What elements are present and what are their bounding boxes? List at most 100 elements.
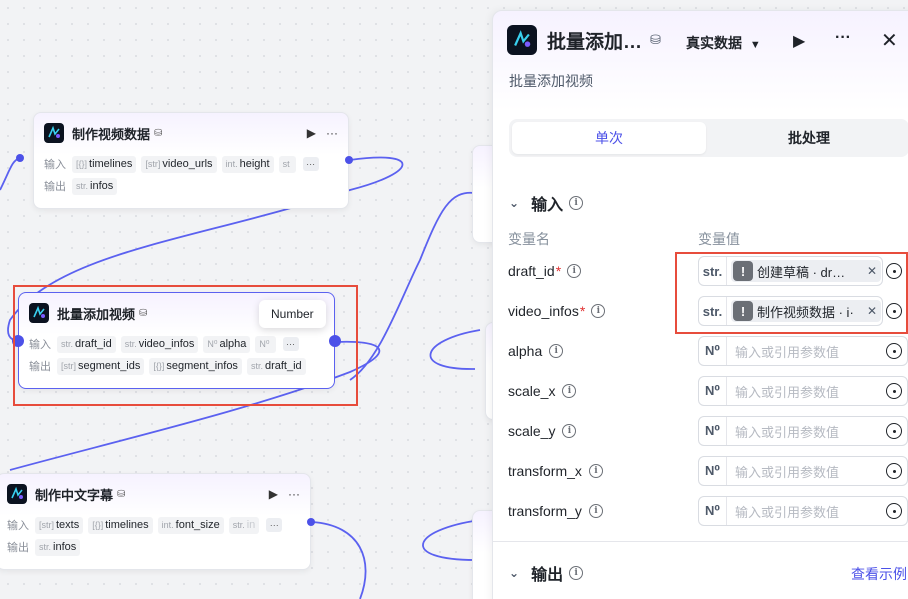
view-example-link[interactable]: 查看示例 — [851, 566, 907, 582]
play-icon[interactable]: ▶ — [268, 487, 278, 501]
param-row: scale_x i — [508, 381, 577, 401]
input-chip: [str]video_urls — [141, 155, 217, 173]
column-header-value: 变量值 — [698, 231, 740, 247]
param-row: alpha i — [508, 341, 564, 361]
output-label: 输出 — [29, 361, 51, 373]
tab-batch[interactable]: 批处理 — [788, 130, 830, 146]
input-label: 输入 — [29, 339, 51, 351]
node-title: 批量添加视频 — [57, 306, 136, 322]
more-inputs-chip[interactable]: ··· — [282, 337, 299, 351]
play-icon[interactable]: ▶ — [306, 126, 316, 140]
more-icon[interactable]: ··· — [288, 487, 300, 501]
input-chip: int.font_size — [157, 516, 224, 534]
info-icon[interactable]: i — [549, 344, 564, 358]
debug-icon: ⛁ — [139, 307, 148, 319]
node-make-video-data[interactable]: 制作视频数据 ⛁ ▶ ··· 输入 [{}]timelines [str]vid… — [33, 112, 349, 209]
node-title: 制作视频数据 — [72, 126, 151, 142]
more-icon[interactable]: ··· — [326, 126, 338, 140]
placeholder-text: 输入或引用参数值 — [735, 504, 840, 520]
close-icon[interactable]: ✕ — [881, 30, 898, 52]
info-icon[interactable]: i — [588, 464, 603, 478]
input-chip: N⁰ — [255, 335, 276, 353]
param-value-field[interactable]: N⁰ 输入或引用参数值 — [698, 456, 908, 486]
placeholder-text: 输入或引用参数值 — [735, 344, 840, 360]
target-icon[interactable] — [886, 263, 902, 279]
node-input-port[interactable] — [16, 154, 24, 162]
output-chip: str.draft_id — [246, 357, 306, 375]
target-icon[interactable] — [886, 383, 902, 399]
output-section-header[interactable]: ⌄ 输出 i — [509, 561, 584, 585]
node-input-port[interactable] — [12, 335, 24, 347]
input-chip: [{}]timelines — [88, 516, 153, 534]
type-badge: N⁰ — [699, 377, 727, 405]
info-icon[interactable]: i — [567, 264, 582, 278]
target-icon[interactable] — [886, 303, 902, 319]
placeholder-text: 输入或引用参数值 — [735, 384, 840, 400]
more-icon[interactable]: ··· — [835, 29, 851, 46]
node-make-cn-subtitle[interactable]: 制作中文字幕 ⛁ ▶ ··· 输入 [str]texts [{}]timelin… — [0, 473, 311, 570]
node-logo-icon — [507, 25, 537, 55]
input-chip: str.draft_id — [57, 335, 116, 353]
node-inputs-row: 输入 [str]texts [{}]timelines int.font_siz… — [0, 514, 310, 536]
param-value-field[interactable]: N⁰ 输入或引用参数值 — [698, 336, 908, 366]
info-icon[interactable]: i — [569, 196, 584, 210]
node-header: 批量添加视频 ⛁ — [19, 293, 334, 333]
info-icon[interactable]: i — [562, 424, 577, 438]
input-label: 输入 — [44, 159, 66, 171]
run-mode-tabs: 单次 批处理 — [509, 119, 908, 157]
param-value-field[interactable]: N⁰ 输入或引用参数值 — [698, 376, 908, 406]
input-chip: [{}]timelines — [72, 155, 137, 173]
info-icon[interactable]: i — [562, 384, 577, 398]
target-icon[interactable] — [886, 463, 902, 479]
reference-tag[interactable]: ! 制作视频数据 · i· ✕ — [731, 300, 881, 322]
node-output-port[interactable] — [307, 518, 315, 526]
input-chip: str.video_infos — [120, 335, 199, 353]
input-label: 输入 — [7, 520, 29, 532]
input-chip: [str]texts — [35, 516, 84, 534]
info-icon[interactable]: i — [588, 504, 603, 518]
param-value-field[interactable]: N⁰ 输入或引用参数值 — [698, 496, 908, 526]
more-inputs-chip[interactable]: ··· — [266, 518, 283, 532]
more-inputs-chip[interactable]: ··· — [302, 157, 319, 171]
param-value-field[interactable]: str. ! 制作视频数据 · i· ✕ — [698, 296, 883, 326]
panel-title: 批量添加… — [547, 31, 643, 53]
param-row: scale_y i — [508, 421, 577, 441]
target-icon[interactable] — [886, 343, 902, 359]
type-tooltip: Number — [259, 300, 326, 328]
tab-single[interactable]: 单次 — [512, 122, 706, 154]
node-logo-icon — [7, 484, 27, 504]
warning-icon: ! — [733, 301, 753, 321]
panel-subtitle: 批量添加视频 — [509, 73, 593, 89]
node-header: 制作视频数据 ⛁ ▶ ··· — [34, 113, 348, 153]
output-chip: str.infos — [35, 538, 81, 556]
type-badge: N⁰ — [699, 417, 727, 445]
chevron-down-icon: ⌄ — [509, 196, 520, 210]
output-chip: [{}]segment_infos — [149, 357, 242, 375]
param-row: transform_x i — [508, 461, 603, 481]
type-badge: N⁰ — [699, 497, 727, 525]
output-chip: [str]segment_ids — [57, 357, 145, 375]
node-output-port[interactable] — [329, 335, 341, 347]
data-mode-dropdown[interactable]: 真实数据 ▼ — [686, 35, 761, 51]
close-icon[interactable]: ✕ — [866, 264, 877, 278]
info-icon[interactable]: i — [569, 566, 584, 580]
target-icon[interactable] — [886, 503, 902, 519]
column-header-name: 变量名 — [508, 231, 550, 247]
close-icon[interactable]: ✕ — [866, 304, 877, 318]
type-badge: N⁰ — [699, 337, 727, 365]
param-row: draft_id* i — [508, 261, 582, 281]
node-output-port[interactable] — [345, 156, 353, 164]
node-header: 制作中文字幕 ⛁ ▶ ··· — [0, 474, 310, 514]
param-value-field[interactable]: str. ! 创建草稿 · dr… ✕ — [698, 256, 883, 286]
play-icon[interactable]: ▶ — [793, 33, 806, 50]
input-section-header[interactable]: ⌄ 输入 i — [509, 191, 584, 215]
input-chip: str.in — [228, 516, 260, 534]
info-icon[interactable]: i — [591, 304, 606, 318]
param-value-field[interactable]: N⁰ 输入或引用参数值 — [698, 416, 908, 446]
debug-icon: ⛁ — [650, 32, 661, 47]
target-icon[interactable] — [886, 423, 902, 439]
reference-tag[interactable]: ! 创建草稿 · dr… ✕ — [731, 260, 881, 282]
node-title: 制作中文字幕 — [35, 487, 114, 503]
output-label: 输出 — [7, 542, 29, 554]
